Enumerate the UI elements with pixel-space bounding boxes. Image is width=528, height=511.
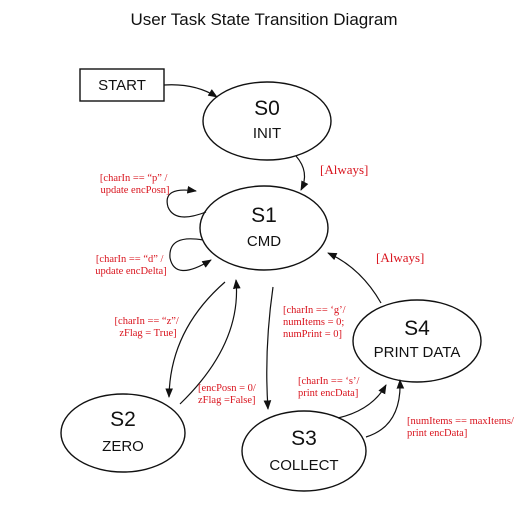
arrow-s2-to-s1 [179, 279, 241, 405]
label-line: [numItems == maxItems/ [407, 416, 514, 427]
diagram-title: User Task State Transition Diagram [130, 10, 397, 29]
label-line: zFlag = True] [119, 328, 176, 339]
label-line: print encData] [298, 388, 358, 399]
state-s3-name: COLLECT [269, 457, 338, 474]
label-s1-to-s2: [charIn == “z”/ zFlag = True] [115, 316, 182, 339]
label-s4-to-s1: [Always] [376, 250, 424, 265]
label-self-loop-p: [charIn == “p” / update encPosn] [100, 173, 170, 196]
label-line: [encPosn = 0/ [198, 383, 256, 394]
arrow-self-loop-p [166, 185, 207, 218]
label-line: [charIn == ‘g’/ [283, 305, 346, 316]
arrow-s1-to-s3 [263, 286, 274, 410]
start-label: START [98, 77, 146, 94]
state-s1-id: S1 [251, 204, 277, 227]
label-s3-to-s4: [charIn == ‘s’/ print encData] [298, 376, 362, 399]
label-self-loop-d: [charIn == “d” / update encDelta] [95, 254, 166, 277]
arrow-start-to-s0 [163, 84, 218, 98]
arrow-s0-to-s1 [295, 155, 309, 191]
state-s2: S2 ZERO [60, 393, 186, 473]
state-s4-id: S4 [404, 317, 430, 340]
arrow-s3-to-s4 [337, 384, 387, 419]
label-line: zFlag =False] [198, 395, 256, 406]
label-line: print encData] [407, 428, 467, 439]
state-s2-name: ZERO [102, 438, 144, 455]
arrow-s1-to-s2 [165, 281, 226, 398]
label-s1-to-s3: [charIn == ‘g’/ numItems = 0; numPrint =… [283, 305, 348, 340]
label-line: [charIn == “z”/ [115, 316, 179, 327]
label-line: update encPosn] [100, 185, 169, 196]
label-line: [charIn == “p” / [100, 173, 168, 184]
state-s4: S4 PRINT DATA [352, 299, 482, 383]
start-node: START [79, 68, 165, 102]
label-line: [Always] [320, 162, 368, 177]
state-s0: S0 INIT [202, 81, 332, 161]
arrow-s3-to-s4-loop [365, 379, 405, 438]
label-line: numPrint = 0] [283, 329, 342, 340]
state-s1: S1 CMD [199, 185, 329, 271]
arrow-self-loop-d [169, 238, 212, 272]
label-line: numItems = 0; [283, 317, 344, 328]
label-s0-to-s1: [Always] [320, 162, 368, 177]
state-s0-name: INIT [253, 125, 281, 142]
state-s4-name: PRINT DATA [374, 344, 461, 361]
label-s3-to-s4-loop: [numItems == maxItems/ print encData] [407, 416, 517, 439]
state-s3-id: S3 [291, 427, 317, 450]
state-s2-id: S2 [110, 408, 136, 431]
state-s1-name: CMD [247, 233, 281, 250]
label-line: [Always] [376, 250, 424, 265]
label-line: [charIn == “d” / [96, 254, 164, 265]
arrow-s4-to-s1 [327, 252, 382, 304]
label-line: update encDelta] [95, 266, 166, 277]
state-s3: S3 COLLECT [241, 410, 367, 492]
label-s2-to-s1: [encPosn = 0/ zFlag =False] [198, 383, 258, 406]
label-line: [charIn == ‘s’/ [298, 376, 359, 387]
state-s0-id: S0 [254, 97, 280, 120]
